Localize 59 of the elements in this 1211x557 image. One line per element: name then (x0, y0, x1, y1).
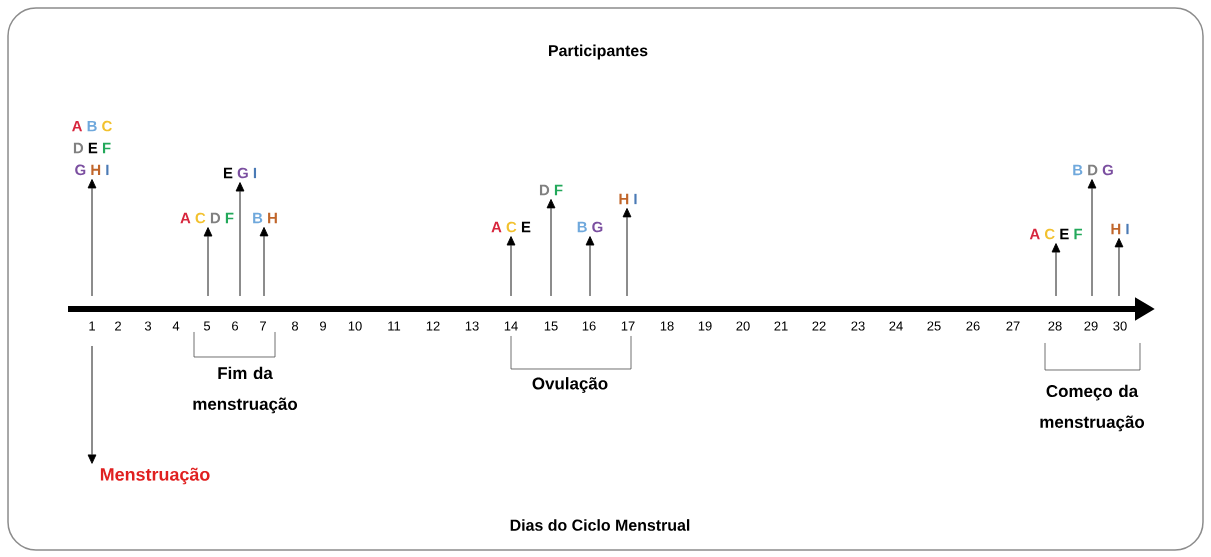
tick-label: 5 (203, 321, 211, 331)
participant-letters: E G I (224, 167, 257, 179)
participant-letters: A C D F (180, 212, 234, 224)
tick-label: 20 (736, 321, 750, 331)
tick-label: 1 (89, 321, 95, 331)
tick-label: 27 (1006, 321, 1020, 331)
participant-letters: A C E (491, 221, 531, 233)
tick-label: 2 (115, 321, 121, 331)
tick-label: 4 (172, 321, 180, 331)
axis-title: Dias do Ciclo Menstrual (510, 519, 690, 531)
arrow (1051, 243, 1061, 297)
participant-letters: B D G (1073, 164, 1113, 176)
arrow (585, 236, 595, 297)
tick-label: 28 (1048, 321, 1062, 331)
bracket-label: Fim da menstruação (193, 366, 298, 414)
tick-label: 16 (582, 321, 596, 331)
tick-label: 8 (291, 321, 299, 331)
arrow (622, 208, 632, 297)
arrow (1087, 179, 1097, 297)
tick-label: 11 (388, 321, 401, 331)
arrow (546, 199, 556, 297)
arrow (506, 236, 516, 297)
bracket-label: Ovulação (532, 377, 608, 393)
arrow (1114, 238, 1124, 297)
bracket-label: Começo da menstruação (1040, 384, 1145, 432)
tick-label: 30 (1113, 321, 1127, 331)
tick-label: 29 (1084, 321, 1098, 331)
arrow (203, 227, 213, 297)
tick-label: 10 (348, 321, 362, 331)
tick-label: 17 (621, 321, 635, 331)
title: Participantes (549, 44, 648, 60)
arrow (87, 179, 97, 297)
tick-label: 9 (320, 321, 326, 331)
tick-label: 26 (966, 321, 980, 331)
participant-letters: H I (1111, 223, 1129, 235)
tick-label: 15 (544, 321, 558, 331)
participant-letters: B H (253, 212, 277, 224)
tick-label: 23 (851, 321, 865, 331)
arrow (259, 227, 269, 297)
tick-label: 18 (660, 321, 674, 331)
arrow (235, 182, 245, 297)
tick-label: 19 (698, 321, 712, 331)
tick-label: 7 (260, 321, 266, 331)
arrow (87, 345, 97, 464)
tick-label: 24 (889, 321, 903, 331)
tick-label: 25 (927, 321, 941, 331)
participant-letters: A C E F (1029, 228, 1082, 240)
tick-label: 3 (144, 321, 152, 331)
participant-letters: B G (577, 221, 603, 233)
tick-label: 6 (232, 321, 239, 331)
tick-label: 22 (812, 321, 826, 331)
participant-letters: A B C D E F G H I (72, 120, 112, 176)
tick-label: 13 (465, 321, 479, 331)
event-label: Menstruação (100, 467, 210, 485)
tick-label: 14 (504, 321, 518, 331)
tick-label: 12 (426, 321, 440, 331)
tick-label: 21 (774, 321, 788, 331)
participant-letters: D F (539, 184, 563, 196)
participant-letters: H I (619, 193, 637, 205)
